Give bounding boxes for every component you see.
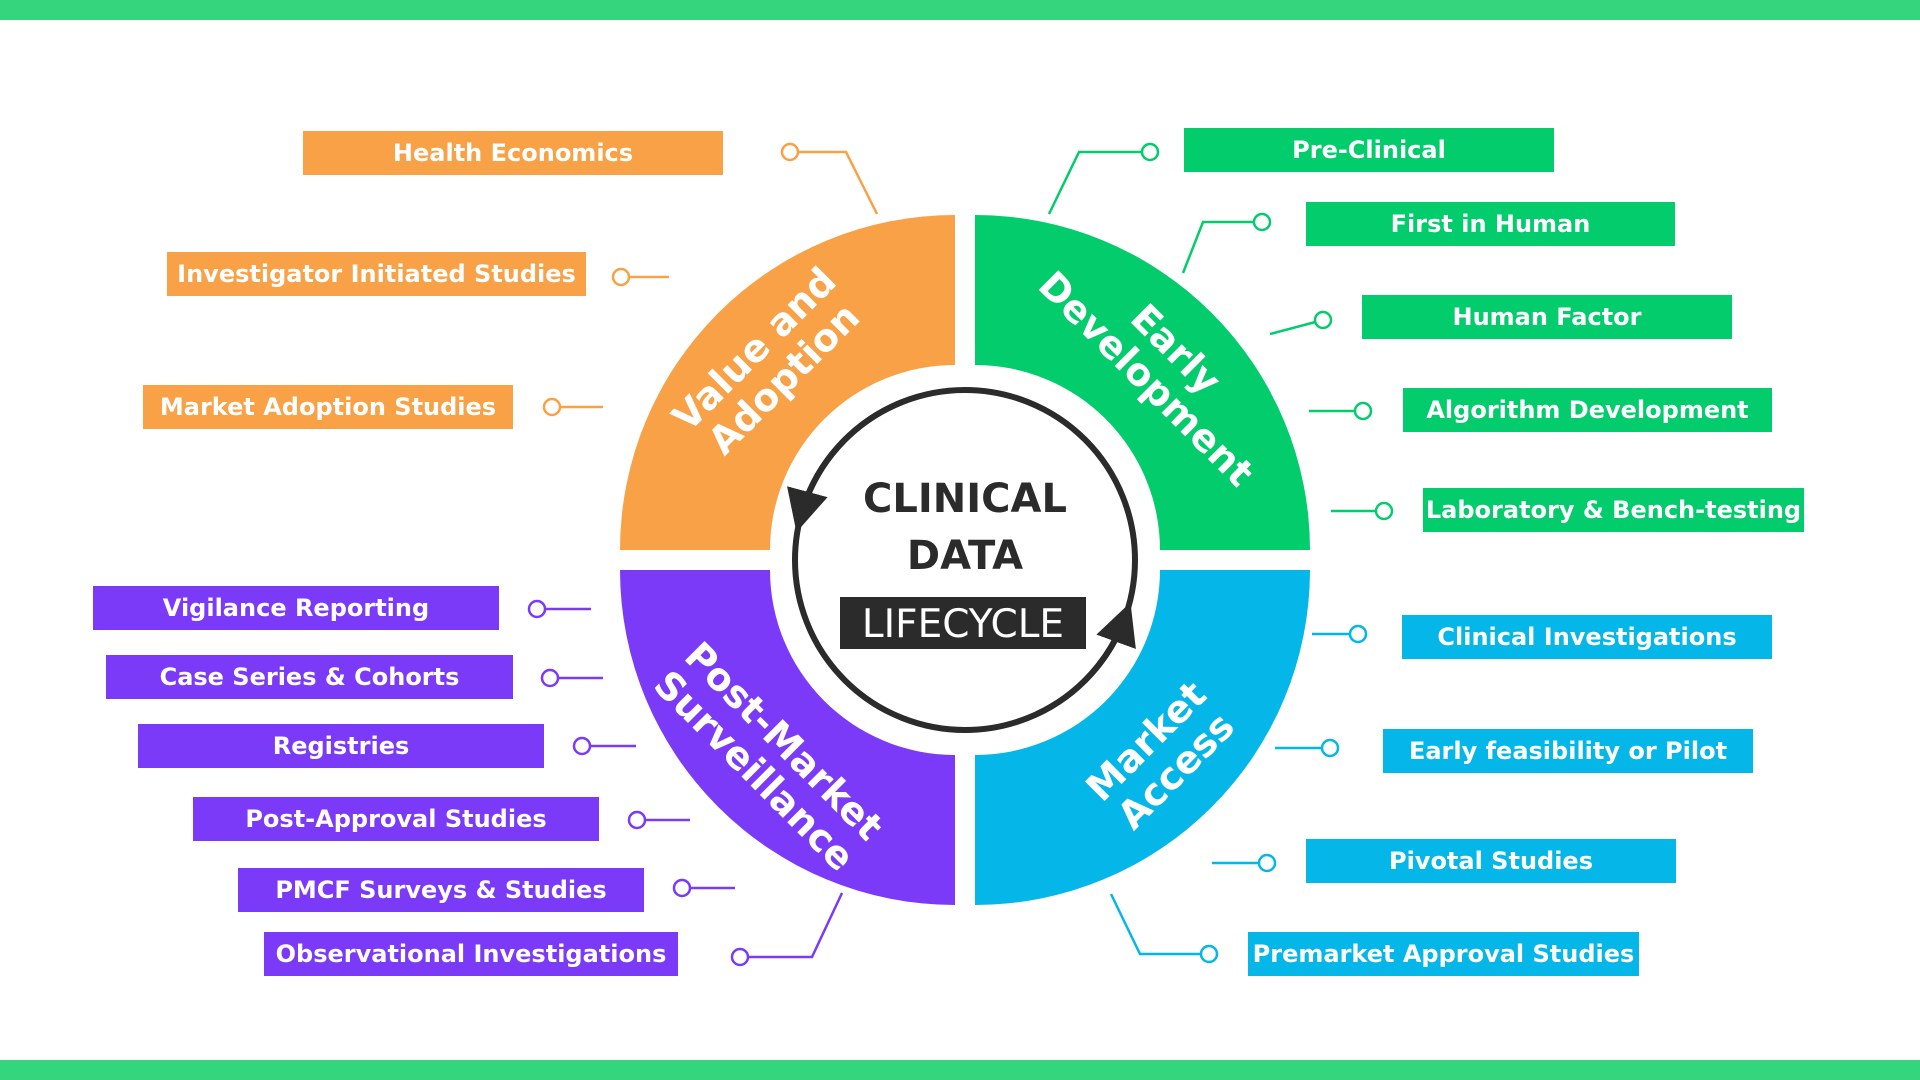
stage-label-laboratory-and-bench-testing: Laboratory & Bench-testing xyxy=(1423,488,1804,532)
segment-post-market xyxy=(620,570,955,905)
connector-dot-pre-clinical xyxy=(1140,142,1160,162)
connector-dot-health-economics xyxy=(780,142,800,162)
stage-label-pre-clinical: Pre-Clinical xyxy=(1184,128,1554,172)
segment-market-access xyxy=(975,570,1310,905)
connector-line-pre-clinical xyxy=(1047,150,1150,215)
connector-dot-post-approval-studies xyxy=(627,810,647,830)
connector-dot-vigilance-reporting xyxy=(527,599,547,619)
stage-label-clinical-investigations: Clinical Investigations xyxy=(1402,615,1772,659)
stage-label-registries: Registries xyxy=(138,724,544,768)
segment-value-adoption xyxy=(620,215,955,550)
center-badge xyxy=(840,597,1086,649)
stage-label-pmcf-surveys-and-studies: PMCF Surveys & Studies xyxy=(238,868,644,912)
connector-dot-early-feasibility-or-pilot xyxy=(1320,738,1340,758)
connector-lines xyxy=(527,142,1394,967)
connector-dot-clinical-investigations xyxy=(1348,624,1368,644)
connector-dot-case-series-and-cohorts xyxy=(540,668,560,688)
cycle-arrow-lower xyxy=(1035,602,1136,717)
connector-dot-investigator-initiated-studies xyxy=(611,267,631,287)
stage-label-investigator-initiated-studies: Investigator Initiated Studies xyxy=(167,252,586,296)
cycle-arrow-upper xyxy=(787,399,903,533)
stage-label-post-approval-studies: Post-Approval Studies xyxy=(193,797,599,841)
connector-dot-human-factor xyxy=(1313,310,1333,330)
connector-dot-first-in-human xyxy=(1252,212,1272,232)
connector-line-health-economics xyxy=(790,150,879,215)
connector-line-observational-investigations xyxy=(740,892,844,959)
stage-label-case-series-and-cohorts: Case Series & Cohorts xyxy=(106,655,513,699)
stage-label-human-factor: Human Factor xyxy=(1362,295,1732,339)
stage-label-market-adoption-studies: Market Adoption Studies xyxy=(143,385,513,429)
center-title-line2: DATA xyxy=(907,533,1023,579)
center-title-line1: CLINICAL xyxy=(863,476,1067,522)
stage-label-vigilance-reporting: Vigilance Reporting xyxy=(93,586,499,630)
connector-dot-laboratory-and-bench-testing xyxy=(1374,501,1394,521)
connector-dot-pmcf-surveys-and-studies xyxy=(672,878,692,898)
wheel-segments xyxy=(620,215,1310,905)
segment-early-development xyxy=(975,215,1310,550)
stage-label-pivotal-studies: Pivotal Studies xyxy=(1306,839,1676,883)
wheel-center: CLINICAL DATA LIFECYCLE xyxy=(787,387,1138,733)
connector-dot-registries xyxy=(572,736,592,756)
connector-line-premarket-approval-studies xyxy=(1109,893,1209,956)
bottom-frame-bar xyxy=(0,1060,1920,1080)
top-frame-bar xyxy=(0,0,1920,20)
stage-label-first-in-human: First in Human xyxy=(1306,202,1675,246)
center-badge-label: LIFECYCLE xyxy=(862,602,1064,647)
connector-line-first-in-human xyxy=(1181,220,1262,274)
stage-label-observational-investigations: Observational Investigations xyxy=(264,932,678,976)
connector-dot-algorithm-development xyxy=(1353,401,1373,421)
stage-label-premarket-approval-studies: Premarket Approval Studies xyxy=(1248,932,1639,976)
stage-label-early-feasibility-or-pilot: Early feasibility or Pilot xyxy=(1383,729,1753,773)
connector-dot-observational-investigations xyxy=(730,947,750,967)
stage-label-health-economics: Health Economics xyxy=(303,131,723,175)
connector-dot-market-adoption-studies xyxy=(542,397,562,417)
stage-label-algorithm-development: Algorithm Development xyxy=(1403,388,1772,432)
connector-dot-premarket-approval-studies xyxy=(1199,944,1219,964)
connector-dot-pivotal-studies xyxy=(1257,853,1277,873)
